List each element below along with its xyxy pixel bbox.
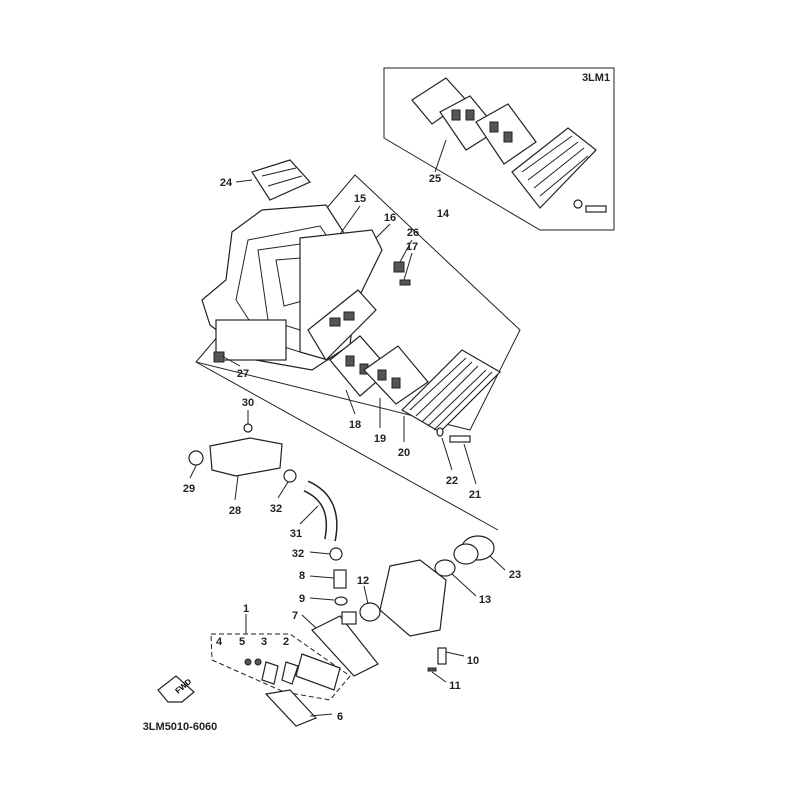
part-31-hose	[303, 481, 337, 541]
callout-20: 20	[398, 447, 410, 459]
callout-18: 18	[349, 419, 361, 431]
callout-3: 3	[261, 636, 267, 648]
callout-7: 7	[292, 610, 298, 622]
part-13-clamp	[434, 559, 456, 577]
inset-label: 3LM1	[582, 72, 610, 84]
reed-block	[295, 653, 341, 691]
callout-15: 15	[354, 193, 366, 205]
callout-30: 30	[242, 397, 254, 409]
callout-29: 29	[183, 483, 195, 495]
callout-14: 14	[437, 208, 450, 220]
part-18-gasket	[307, 289, 377, 361]
callout-32a: 32	[270, 503, 282, 515]
callout-5: 5	[239, 636, 245, 648]
callout-12: 12	[357, 575, 369, 587]
callout-17: 17	[406, 241, 418, 253]
callout-28: 28	[229, 505, 241, 517]
part-1-group-outline	[210, 633, 351, 701]
callout-1: 1	[243, 603, 249, 615]
part-20-cover	[401, 349, 501, 433]
callout-26: 26	[407, 227, 419, 239]
diagram-code: 3LM5010-6060	[143, 721, 218, 733]
callout-8: 8	[299, 570, 305, 582]
part-21-bolt	[449, 435, 471, 443]
part-5-washer	[254, 658, 262, 666]
part-27-grommet	[213, 351, 225, 363]
part-6-gasket	[264, 689, 318, 727]
part-9-ring	[334, 596, 348, 606]
leader-lines	[189, 179, 506, 717]
callout-2: 2	[283, 636, 289, 648]
callout-24: 24	[220, 177, 233, 189]
callout-21: 21	[469, 489, 481, 501]
part-28-bracket	[188, 423, 283, 477]
inset-3lm1: 3LM1 25	[383, 67, 615, 231]
part-7-manifold	[311, 611, 379, 677]
callout-16: 16	[384, 212, 396, 224]
callout-25: 25	[429, 173, 441, 185]
part-12-clamp	[359, 602, 381, 622]
part-2-reed	[281, 661, 299, 685]
callout-19: 19	[374, 433, 386, 445]
part-10-bolt	[437, 647, 447, 665]
leader-23	[195, 361, 499, 531]
callout-31: 31	[290, 528, 302, 540]
part-8-nozzle	[333, 569, 347, 589]
inset-reed-valve-parts	[411, 77, 607, 213]
callout-11: 11	[449, 680, 461, 692]
callout-9: 9	[299, 593, 305, 605]
part-11-pin	[427, 667, 437, 672]
callout-32b: 32	[292, 548, 304, 560]
callout-6: 6	[337, 711, 343, 723]
part-32-clamp-a	[283, 469, 297, 483]
callout-22: 22	[446, 475, 458, 487]
callout-10: 10	[467, 655, 479, 667]
callout-13: 13	[479, 594, 491, 606]
part-26-grommet	[393, 261, 405, 273]
callout-4: 4	[216, 636, 223, 648]
callout-23: 23	[509, 569, 521, 581]
part-23-joint	[434, 535, 495, 577]
fwd-arrow-icon: FWD	[157, 675, 195, 703]
part-3-stopper	[261, 661, 279, 685]
part-22-washer	[436, 427, 444, 437]
part-24-duct	[251, 159, 311, 201]
part-17-screw	[399, 279, 411, 286]
part-4-screw	[244, 658, 252, 666]
part-19b-plate	[363, 345, 429, 405]
callout-27: 27	[237, 368, 249, 380]
part-32-clamp-b	[329, 547, 343, 561]
